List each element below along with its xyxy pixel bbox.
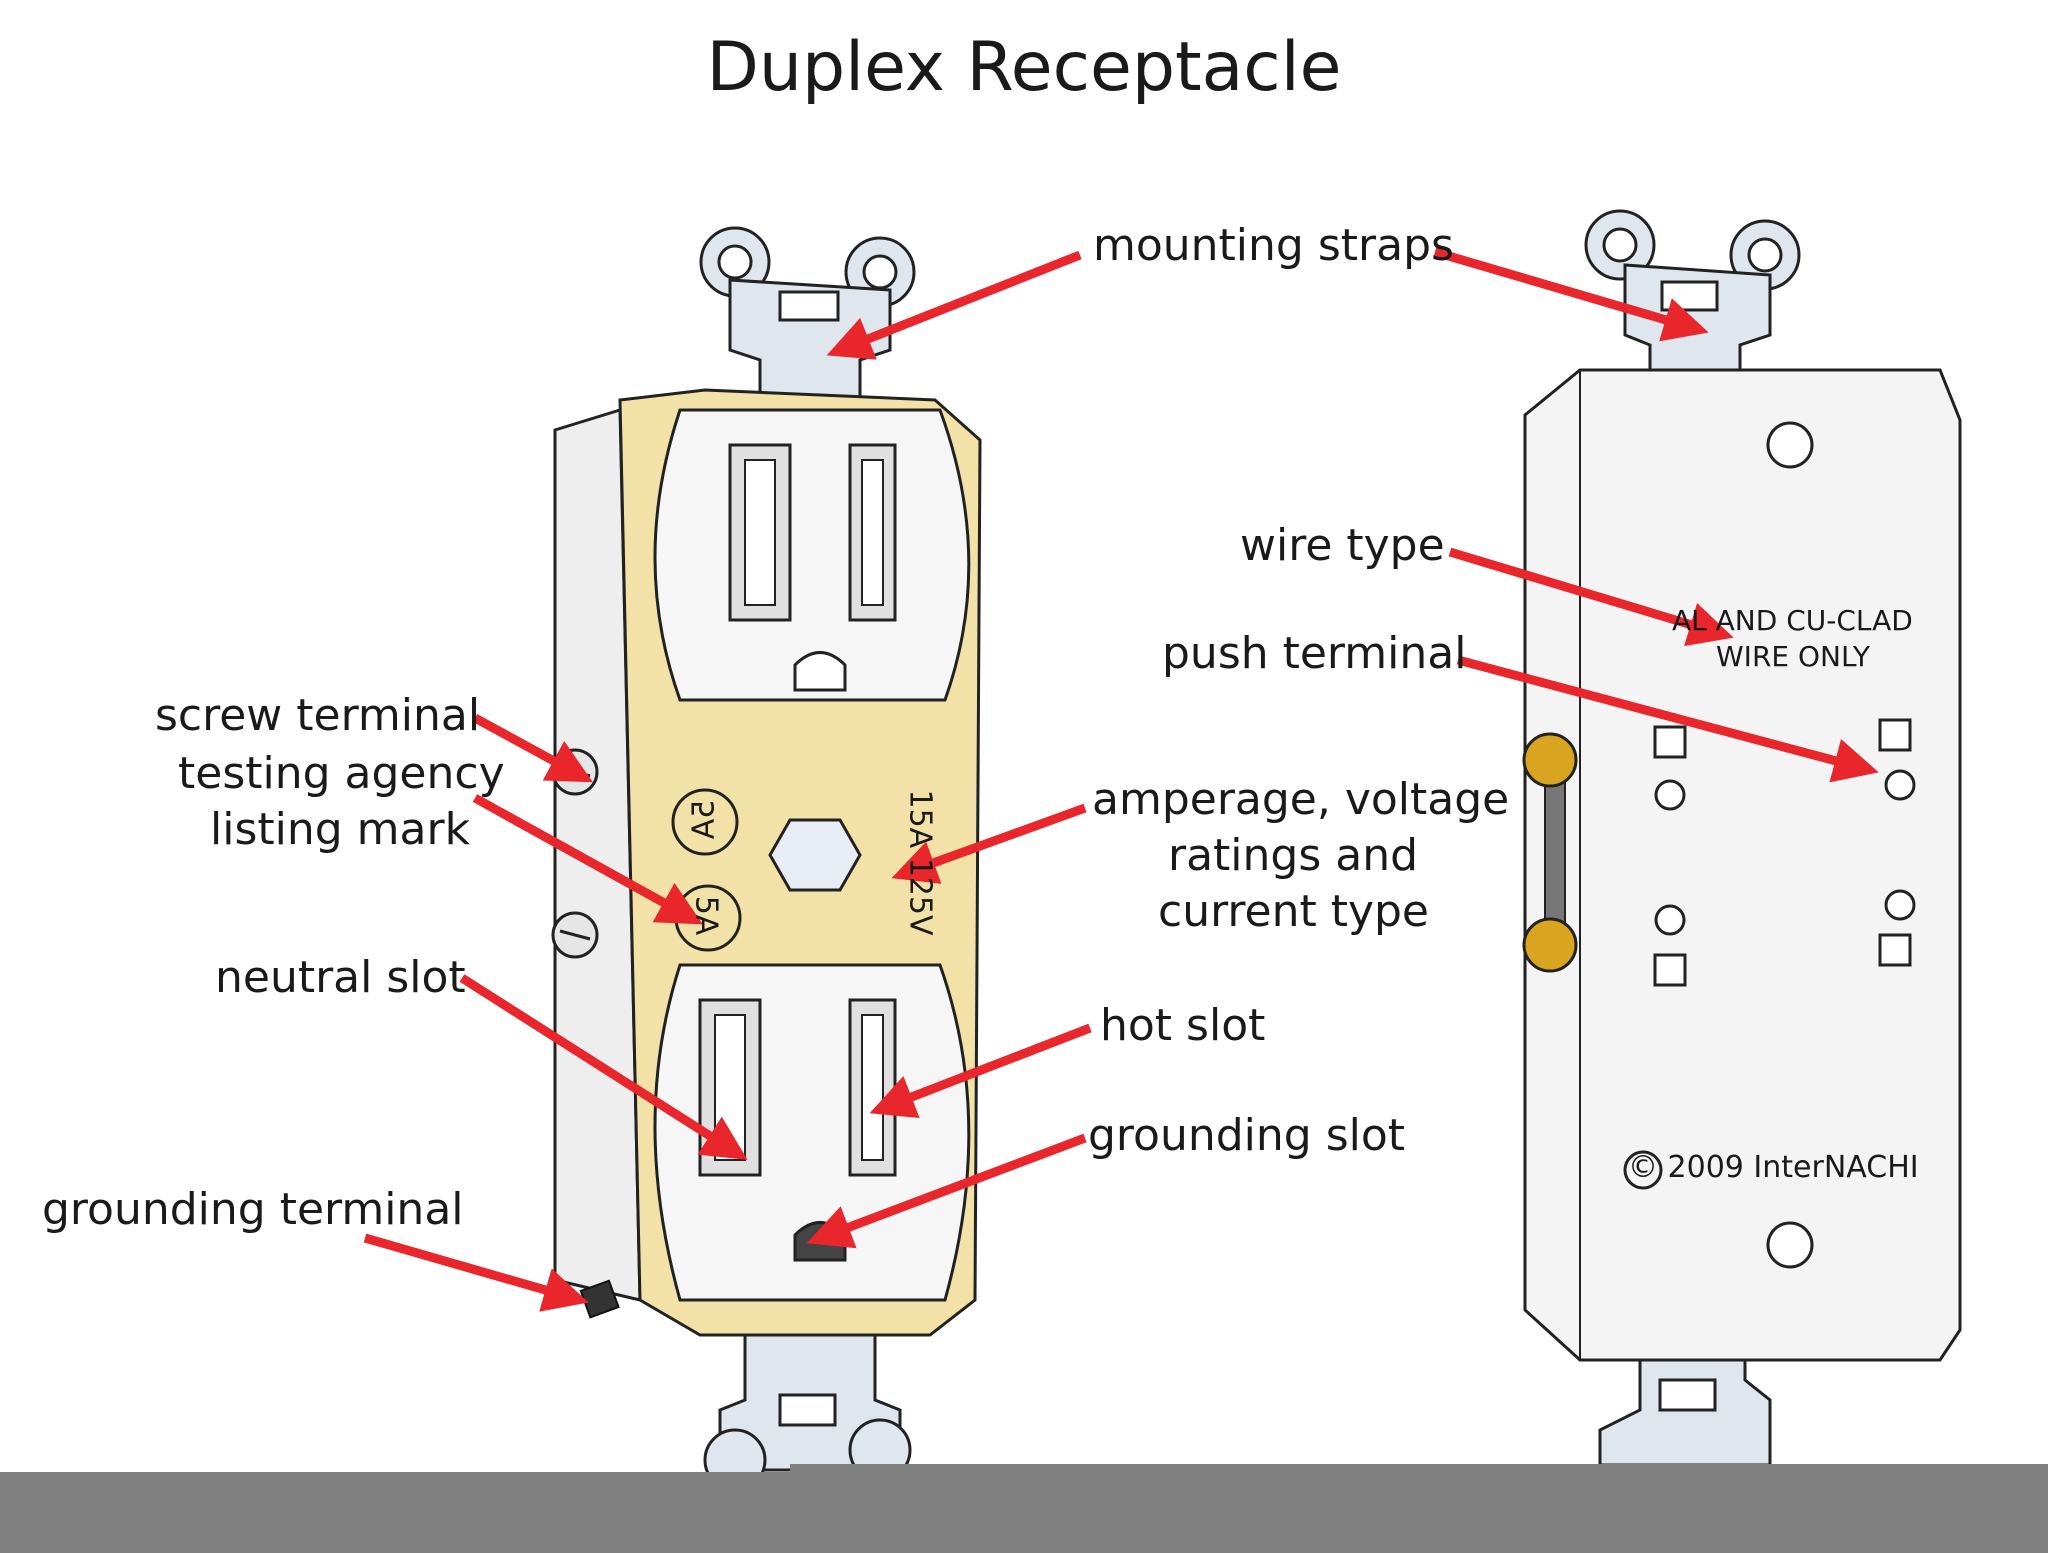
label-neutral-slot: neutral slot <box>215 952 466 1003</box>
label-push-terminal: push terminal <box>1162 628 1467 679</box>
label-amperage-line-2: ratings and <box>1168 830 1419 881</box>
top-mounting-strap <box>699 226 916 412</box>
back-receptacle <box>1522 209 1962 1467</box>
push-terminal-holes <box>1653 718 1916 987</box>
callout-arrows <box>363 247 1879 1312</box>
arrow-mounting-straps-left <box>826 250 1082 360</box>
hex-rivet <box>768 818 862 892</box>
arrow-amperage <box>891 803 1087 884</box>
footer-bar <box>0 1472 2048 1553</box>
upper-outlet-face <box>653 408 971 702</box>
label-testing-agency: testing agency <box>178 748 505 799</box>
arrow-mounting-straps-right <box>1433 247 1709 342</box>
brass-screw-bottom <box>1522 917 1578 973</box>
copyright-text: © 2009 InterNACHI <box>1628 1150 1919 1185</box>
label-grounding-slot: grounding slot <box>1088 1110 1406 1161</box>
back-top-strap <box>1584 209 1801 377</box>
arrow-neutral-slot <box>459 974 748 1160</box>
label-wire-type: wire type <box>1240 520 1445 571</box>
wire-note-line-2: WIRE ONLY <box>1716 640 1870 673</box>
listing-mark-bottom: 5A <box>688 895 724 936</box>
arrow-wire-type <box>1448 547 1734 647</box>
arrow-grounding-slot <box>806 1133 1087 1249</box>
arrow-screw-terminal <box>472 714 593 783</box>
label-grounding-terminal: grounding terminal <box>42 1184 464 1235</box>
rating-text: 15A 125V <box>902 789 938 936</box>
label-listing-mark: listing mark <box>210 804 471 855</box>
brass-screw-top <box>1522 732 1578 788</box>
arrow-hot-slot <box>869 1023 1092 1118</box>
arrow-grounding-terminal <box>363 1233 589 1312</box>
arrow-listing-mark <box>472 794 703 925</box>
diagram-title: Duplex Receptacle <box>706 28 1342 107</box>
copyright-circle <box>1623 1150 1663 1190</box>
label-hot-slot: hot slot <box>1100 1000 1266 1051</box>
label-mounting-straps: mounting straps <box>1093 220 1454 271</box>
label-amperage-line-3: current type <box>1158 886 1430 937</box>
arrow-push-terminal <box>1456 655 1879 783</box>
label-screw-terminal: screw terminal <box>155 690 481 741</box>
wire-note-line-1: AL AND CU-CLAD <box>1672 604 1913 637</box>
listing-mark-circle-top <box>671 788 739 856</box>
listing-mark-top: 5A <box>686 799 722 840</box>
label-amperage-line-1: amperage, voltage <box>1092 774 1510 825</box>
back-bottom-strap <box>1598 1338 1772 1467</box>
